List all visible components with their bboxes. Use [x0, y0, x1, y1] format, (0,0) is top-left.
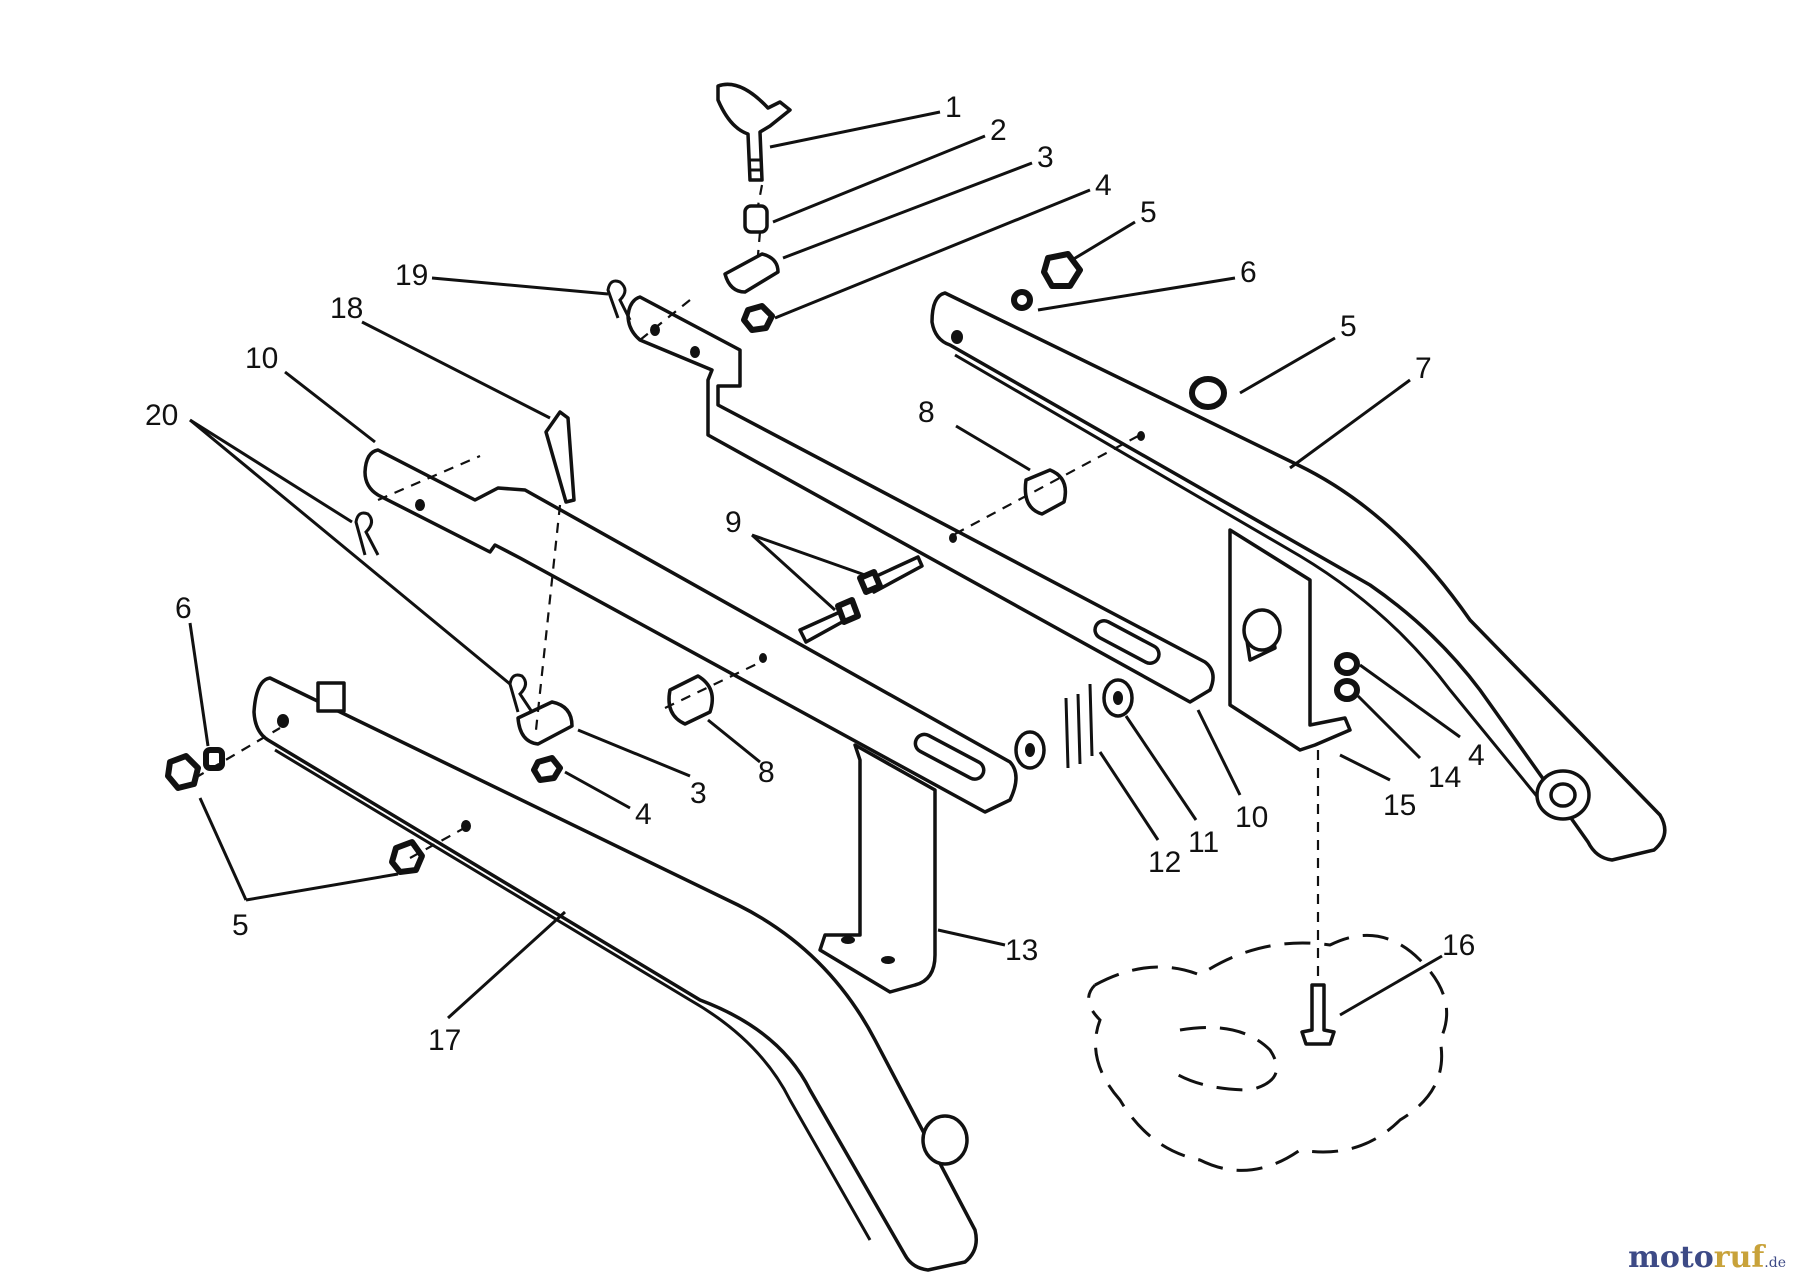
callout-16: 16 [1442, 929, 1475, 962]
callout-15: 15 [1383, 789, 1416, 822]
part-20-hair-pin-a [354, 511, 380, 556]
part-6-spacer-left [203, 747, 225, 771]
callout-3: 3 [1037, 141, 1054, 174]
part-16-screw [1300, 983, 1336, 1046]
callout-7: 7 [1415, 352, 1432, 385]
part-5-locknut-middle [1189, 376, 1227, 410]
callout-18: 18 [330, 292, 363, 325]
part-8-bushing-lower [667, 674, 714, 726]
part-8-bushing-upper [1023, 468, 1068, 516]
callout-17: 17 [428, 1024, 461, 1057]
callout-labels: 1 2 3 4 5 6 5 7 8 9 19 18 10 20 6 3 4 8 … [145, 91, 1485, 1057]
brand-suffix: .de [1764, 1255, 1786, 1271]
part-7-lift-arm-right [930, 291, 1667, 862]
part-13-bracket-lower [818, 743, 937, 994]
part-18-l-pin [544, 410, 576, 504]
callout-14: 14 [1428, 761, 1461, 794]
brand-watermark: motoruf.de [1628, 1240, 1786, 1275]
part-2-spacer [743, 204, 769, 234]
part-3-swivel-upper [723, 252, 780, 294]
callout-10: 10 [1235, 801, 1268, 834]
callout-4: 4 [1468, 739, 1485, 772]
callout-10: 10 [245, 342, 278, 375]
part-3-swivel-lower [516, 700, 574, 746]
part-17-lift-arm-left [252, 676, 978, 1272]
callout-8: 8 [918, 396, 935, 429]
part-9-bolt-b [798, 610, 846, 644]
part-20-hair-pin-b [508, 673, 534, 713]
deck-outline [1087, 933, 1449, 1172]
callout-6: 6 [1240, 256, 1257, 289]
part-4-nut-right [1334, 652, 1360, 676]
leader-lines [188, 110, 1461, 1020]
callout-5: 5 [232, 909, 249, 942]
part-4-nut-lower [531, 755, 563, 783]
part-1-adjust-shaft [716, 82, 792, 182]
callout-4: 4 [635, 798, 652, 831]
callout-12: 12 [1148, 846, 1181, 879]
callout-20: 20 [145, 399, 178, 432]
part-5-locknut-left-a [165, 753, 201, 791]
callout-11: 11 [1188, 826, 1219, 859]
callout-5: 5 [1140, 196, 1157, 229]
parts-drawing [165, 82, 1667, 1272]
callout-13: 13 [1005, 934, 1038, 967]
part-15-bracket-right [1228, 528, 1352, 752]
part-17-end-bushing [921, 1114, 969, 1166]
callout-6: 6 [175, 592, 192, 625]
part-4-nut-upper [741, 303, 775, 333]
callout-2: 2 [990, 114, 1007, 147]
brand-part-1: moto [1628, 1240, 1714, 1275]
callout-1: 1 [945, 91, 962, 124]
part-14-washer [1334, 678, 1360, 702]
brand-part-2: ruf [1713, 1240, 1765, 1275]
callout-19: 19 [395, 259, 428, 292]
callout-8: 8 [758, 756, 775, 789]
part-5-locknut-left-b [389, 839, 425, 875]
callout-3: 3 [690, 777, 707, 810]
callout-4: 4 [1095, 169, 1112, 202]
part-6-spacer-upper [1011, 289, 1033, 311]
part-19-hair-pin [606, 279, 632, 321]
part-12-cotter-pin [1064, 683, 1094, 769]
part-15-stud [1242, 608, 1282, 652]
callout-9: 9 [725, 506, 742, 539]
callout-5: 5 [1340, 310, 1357, 343]
part-10-link-bar-lower [363, 448, 1018, 814]
part-5-locknut-upper [1041, 251, 1083, 289]
